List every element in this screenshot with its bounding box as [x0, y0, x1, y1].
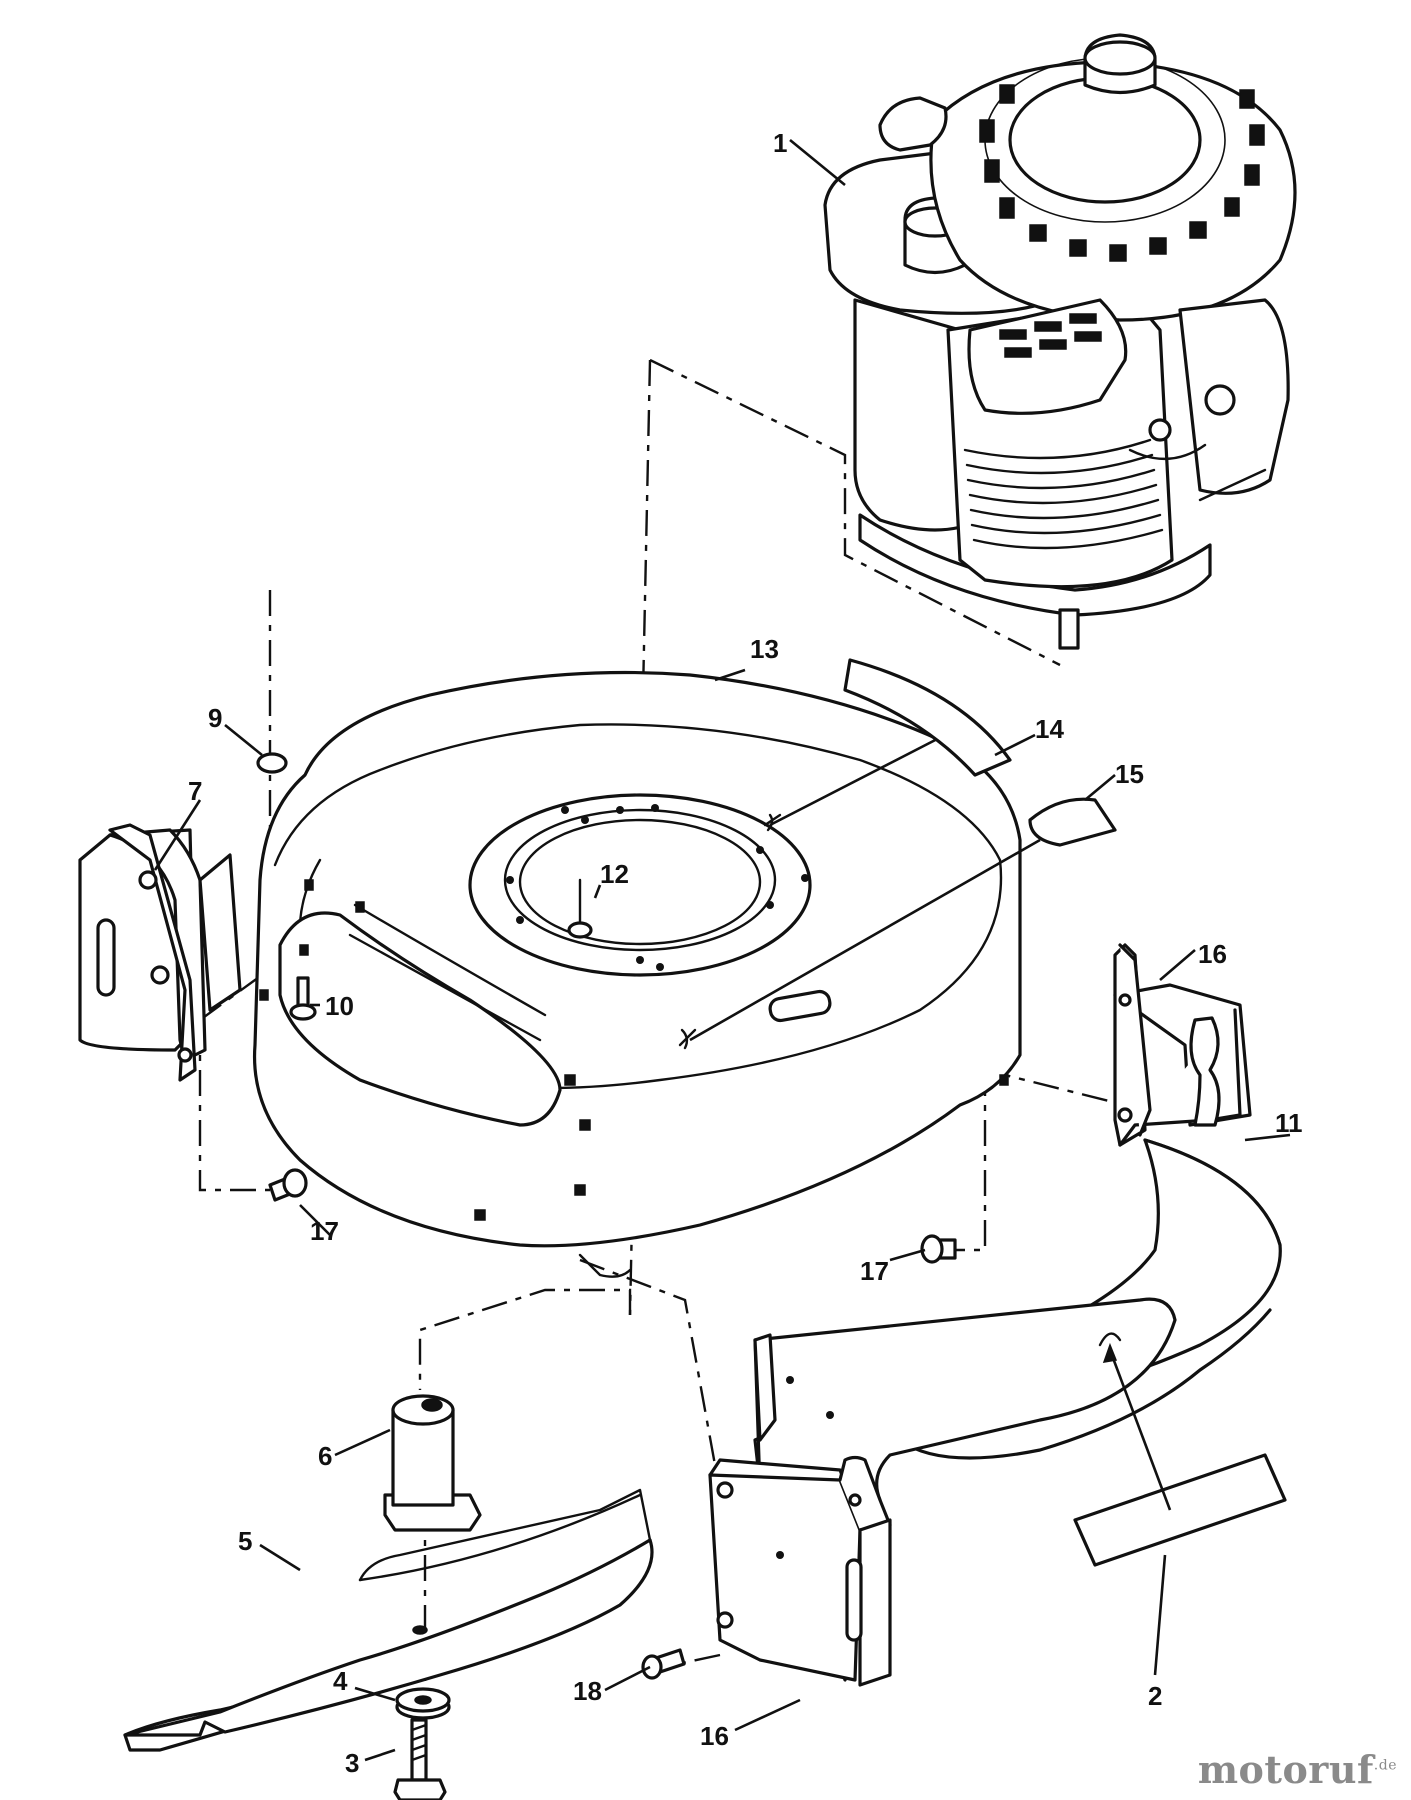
- callout-9: 9: [208, 703, 222, 733]
- bracket-16-upper: [1113, 943, 1252, 1147]
- callout-17a: 17: [310, 1216, 339, 1246]
- muffler-slots: [999, 313, 1102, 358]
- callout-18: 18: [573, 1676, 602, 1706]
- bracket-7: [78, 823, 242, 1082]
- blade-5: [123, 1488, 654, 1752]
- callout-5: 5: [238, 1526, 252, 1556]
- callout-3: 3: [345, 1748, 359, 1778]
- callout-17b: 17: [860, 1256, 889, 1286]
- callout-2: 2: [1148, 1681, 1162, 1711]
- callout-1: 1: [773, 128, 787, 158]
- callout-16b: 16: [700, 1721, 729, 1751]
- callout-13: 13: [750, 634, 779, 664]
- watermark-brand: motoruf: [1197, 1747, 1374, 1792]
- spacer-6: [383, 1394, 482, 1532]
- callouts: 1 2 3 4 5 6 7 9 10 11 12 13 14 15 16 16 …: [188, 128, 1303, 1778]
- recoil-vents: [979, 84, 1265, 262]
- cooling-fins: [963, 438, 1164, 550]
- engine: [823, 33, 1297, 650]
- bolt-10: [289, 976, 317, 1021]
- bolt-17-right: [920, 1234, 957, 1264]
- watermark-logo: motoruf.de: [1198, 1747, 1397, 1792]
- bolt-17-left: [268, 1168, 308, 1202]
- callout-14: 14: [1035, 714, 1064, 744]
- washer-9: [256, 752, 288, 774]
- callout-11: 11: [1275, 1108, 1303, 1138]
- callout-10: 10: [325, 991, 354, 1021]
- callout-15: 15: [1115, 759, 1144, 789]
- callout-16a: 16: [1198, 939, 1227, 969]
- rim-holes: [259, 879, 1009, 1221]
- mower-deck: [252, 670, 1041, 1278]
- bolt-12: [567, 878, 593, 939]
- leader-lines: [153, 138, 1291, 1762]
- decal-15: [1028, 797, 1117, 847]
- bolt-3: [393, 1718, 447, 1800]
- discharge-chute-11: [753, 1138, 1282, 1507]
- callout-12: 12: [600, 859, 629, 889]
- callout-6: 6: [318, 1441, 332, 1471]
- watermark-tld: .de: [1373, 1757, 1397, 1774]
- washer-4: [395, 1687, 451, 1720]
- callout-7: 7: [188, 776, 202, 806]
- bracket-16-lower: [708, 1455, 892, 1687]
- pad-holes: [506, 804, 809, 971]
- callout-4: 4: [333, 1666, 348, 1696]
- bolt-18: [641, 1648, 686, 1680]
- decal-2: [1073, 1453, 1287, 1567]
- decal-14: [843, 658, 1012, 777]
